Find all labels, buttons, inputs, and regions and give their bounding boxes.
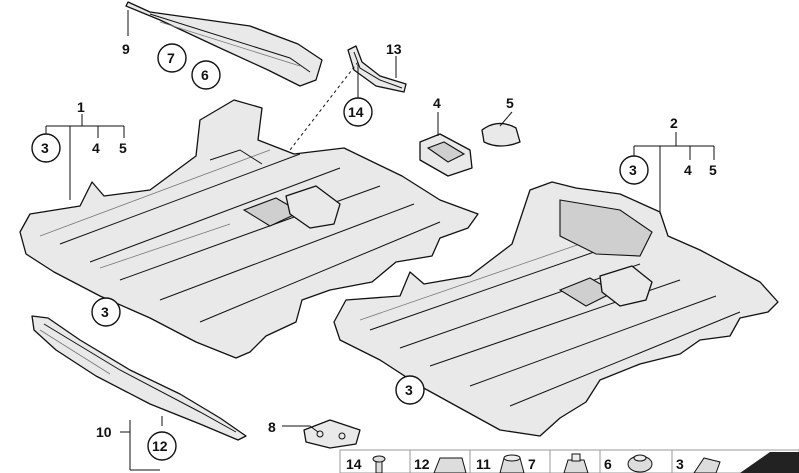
callout-4-upper: 4 [433, 95, 441, 111]
rivet-icon [372, 455, 386, 473]
legend-14: 14 [346, 456, 362, 472]
bracket-icon [693, 457, 721, 473]
callout-3-d-circle [395, 375, 425, 405]
callout-3-c: 3 [101, 304, 109, 320]
cap-part-5 [481, 122, 521, 147]
callout-3-c-circle [91, 297, 121, 327]
callout-5-left: 5 [119, 140, 127, 156]
callout-3-b-circle [619, 155, 649, 185]
callout-14-circle [343, 97, 373, 127]
legend-6: 6 [604, 456, 612, 472]
callout-2: 2 [670, 115, 678, 131]
callout-3-a-circle [31, 133, 61, 163]
callout-14: 14 [348, 104, 364, 120]
arrow-icon [740, 452, 799, 473]
underbody-panel-part-1 [19, 99, 479, 359]
callout-4-right: 4 [684, 162, 692, 178]
callout-7: 7 [167, 50, 175, 66]
clip-nut-icon [433, 457, 467, 473]
shield-part-9 [125, 1, 323, 87]
callout-3-b: 3 [629, 162, 637, 178]
callout-3-d: 3 [405, 382, 413, 398]
callout-12-circle [147, 431, 177, 461]
legend-3: 3 [676, 456, 684, 472]
hex-nut-icon [499, 454, 525, 473]
leader-lines [45, 10, 715, 471]
callout-12: 12 [152, 438, 168, 454]
callout-10: 10 [96, 424, 112, 440]
callout-3-a: 3 [41, 140, 49, 156]
callout-1: 1 [77, 99, 85, 115]
expanding-nut-icon [627, 454, 653, 473]
legend-12: 12 [414, 456, 430, 472]
small-parts-legend: 14 12 11 7 6 3 [339, 449, 799, 473]
grommet-icon [563, 453, 589, 473]
strip-part-13 [347, 45, 407, 93]
callout-5-right: 5 [709, 162, 717, 178]
shield-part-10 [31, 315, 247, 441]
callout-7-circle [157, 43, 187, 73]
callout-13: 13 [386, 41, 402, 57]
callout-9: 9 [122, 41, 130, 57]
bracket-part-8 [303, 419, 361, 449]
callout-6-circle [191, 60, 221, 90]
legend-7: 7 [528, 456, 536, 472]
legend-11: 11 [476, 456, 491, 472]
callout-5-upper: 5 [506, 95, 514, 111]
callout-6: 6 [201, 67, 209, 83]
callout-4-left: 4 [92, 140, 100, 156]
callouts: 9 7 6 13 14 4 5 1 3 4 5 2 3 4 5 3 3 10 1… [31, 41, 717, 461]
bracket-part-4 [419, 133, 473, 177]
callout-8: 8 [268, 419, 276, 435]
underbody-panel-part-2 [333, 181, 779, 437]
